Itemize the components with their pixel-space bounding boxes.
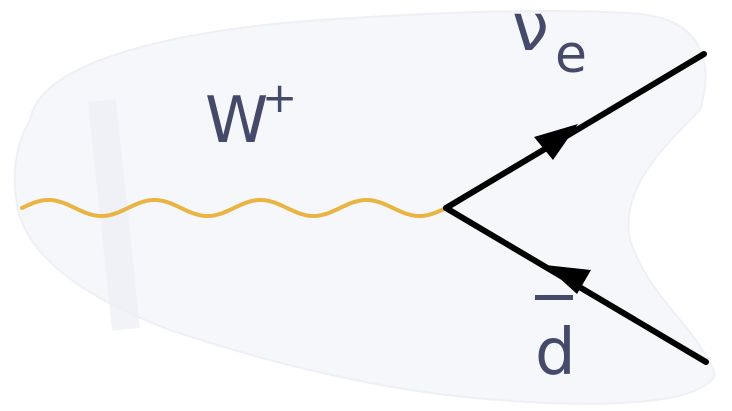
antiquark-label: d (535, 316, 576, 390)
boson-charge-label: + (262, 73, 297, 122)
neutrino-line (443, 51, 707, 211)
antiquark-arrow-icon (545, 265, 591, 294)
neutrino-label: ν (512, 0, 549, 66)
w-boson-wavy-line (20, 197, 448, 219)
boson-label: W (205, 84, 268, 158)
neutrino-arrow-icon (534, 124, 578, 160)
neutrino-flavor-label: e (555, 25, 587, 85)
antiquark-bar (535, 295, 573, 300)
